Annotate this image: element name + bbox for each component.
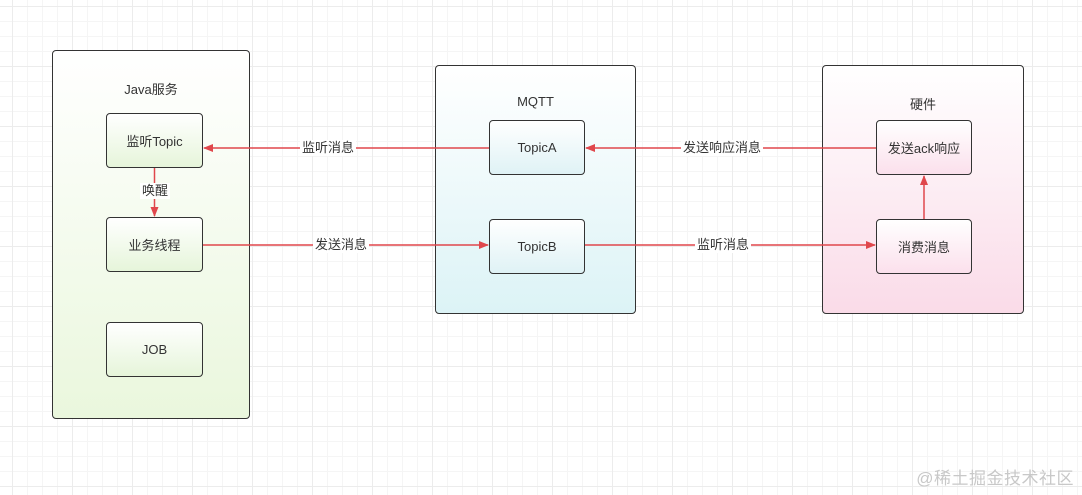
node-business-thread[interactable]: 业务线程: [106, 217, 203, 272]
node-topic-b[interactable]: TopicB: [489, 219, 585, 274]
edge-label-topic-b-to-consume: 监听消息: [694, 237, 752, 253]
mqtt-container[interactable]: MQTT: [435, 65, 636, 314]
edge-label-ack-to-topic-a: 发送响应消息: [680, 140, 764, 156]
edge-label-wake: 唤醒: [139, 183, 171, 199]
watermark: @稀土掘金技术社区: [916, 469, 1074, 488]
node-listen-topic[interactable]: 监听Topic: [106, 113, 203, 168]
edge-label-business-to-topic-b: 发送消息: [312, 237, 370, 253]
hardware-title: 硬件: [909, 97, 936, 112]
hardware-container[interactable]: 硬件: [822, 65, 1024, 314]
node-consume-message[interactable]: 消费消息: [876, 219, 972, 274]
node-topic-a[interactable]: TopicA: [489, 120, 585, 175]
edge-label-topic-a-to-listen: 监听消息: [299, 140, 357, 156]
node-job[interactable]: JOB: [106, 322, 203, 377]
java-service-title: Java服务: [124, 82, 178, 97]
mqtt-title: MQTT: [517, 94, 554, 109]
node-send-ack[interactable]: 发送ack响应: [876, 120, 972, 175]
